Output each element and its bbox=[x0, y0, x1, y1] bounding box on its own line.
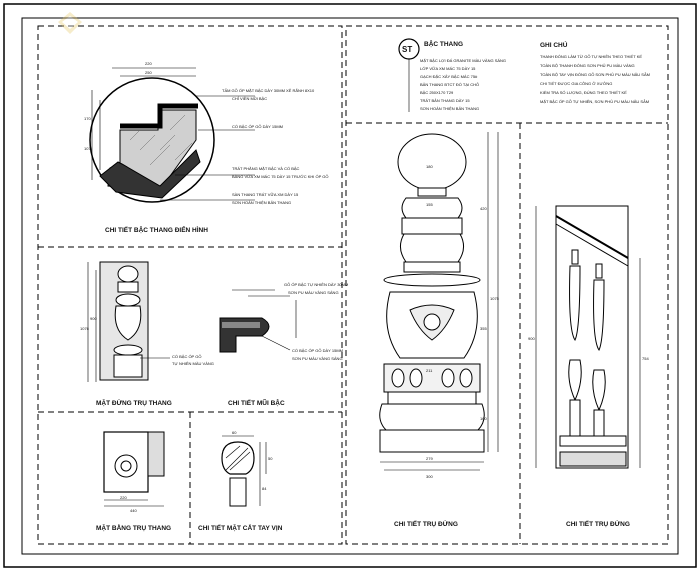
newel-elevation-drawing bbox=[87, 261, 170, 382]
dim-post-h1: 420 bbox=[480, 206, 487, 211]
inner-frame bbox=[21, 17, 679, 555]
svg-text:KIỂM TRA SỐ LƯỢNG, ĐÚNG THEO T: KIỂM TRA SỐ LƯỢNG, ĐÚNG THEO THIẾT KẾ bbox=[540, 90, 627, 95]
svg-text:GẠCH ĐẶC XÂY BẬC MÁC 75#: GẠCH ĐẶC XÂY BẬC MÁC 75# bbox=[420, 74, 478, 79]
svg-text:CHI TIẾT ĐƯỢC GIA CÔNG Ở XƯỞNG: CHI TIẾT ĐƯỢC GIA CÔNG Ở XƯỞNG bbox=[540, 81, 612, 86]
svg-text:BẢN THANG BTCT ĐỔ TẠI CHỖ: BẢN THANG BTCT ĐỔ TẠI CHỖ bbox=[420, 82, 479, 87]
svg-text:BẬC 250X170 T29: BẬC 250X170 T29 bbox=[420, 90, 454, 95]
legend-lines: MẶT BẬC LỢI ĐÁ GRANITE MÀU VÀNG SÁNG LỚP… bbox=[420, 58, 506, 111]
caption-nose-detail: CHI TIẾT MŨI BẬC bbox=[228, 397, 285, 407]
dim-newel-height: 1076 bbox=[80, 326, 90, 331]
dim-rail-width: 60 bbox=[232, 430, 237, 435]
caption-handrail-section: CHI TIẾT MẶT CẮT TAY VỊN bbox=[198, 522, 283, 532]
dim-post-height: 1075 bbox=[490, 296, 500, 301]
dim-post-base: 300 bbox=[426, 474, 433, 479]
dim-step-width: 220 bbox=[145, 61, 152, 66]
outer-frame bbox=[3, 3, 697, 568]
notes-lines: THANH ĐÓNG LÀM TỪ GỖ TỰ NHIÊN THEO THIẾT… bbox=[540, 54, 650, 104]
dim-plan-width-2: 220 bbox=[120, 495, 127, 500]
newel-note-2: TỰ NHIÊN MÀU VÀNG bbox=[172, 361, 214, 366]
dim-post-d2: 211 bbox=[426, 368, 433, 373]
notes-title: GHI CHÚ bbox=[540, 40, 568, 49]
nose-note-1: GỖ ỐP BẬC TỰ NHIÊN DÀY 30MM bbox=[284, 282, 348, 287]
step-note-4: TRÁT PHẲNG MẶT BẬC VÀ CỔ BẬC bbox=[232, 166, 300, 171]
dim-rail-height-2: 84 bbox=[262, 486, 267, 491]
panel-dividers bbox=[37, 25, 669, 545]
dim-step-height: 170 bbox=[84, 116, 91, 121]
caption-newel-elevation: MẶT ĐỨNG TRỤ THANG bbox=[96, 398, 172, 407]
dim-newel-height-2: 900 bbox=[90, 316, 97, 321]
step-note-6: SÀN THANG TRÁT VỮA XM DÀY 15 bbox=[232, 192, 299, 197]
stamp-label: BẬC THANG bbox=[424, 39, 463, 48]
nose-note-4: SƠN PU MÀU VÀNG SÁNG bbox=[292, 356, 343, 361]
watermark-logo bbox=[58, 12, 82, 34]
caption-newel-plan: MẶT BẰNG TRỤ THANG bbox=[96, 523, 171, 532]
svg-text:THANH ĐÓNG LÀM TỪ GỖ TỰ NHIÊN: THANH ĐÓNG LÀM TỪ GỖ TỰ NHIÊN THEO THIẾT… bbox=[540, 54, 642, 59]
svg-text:TOÀN BỘ TAY VỊN ĐÓNG GỖ SƠN PH: TOÀN BỘ TAY VỊN ĐÓNG GỖ SƠN PHỦ PU MÀU N… bbox=[540, 72, 650, 77]
nose-detail-drawing bbox=[219, 289, 297, 353]
step-note-5: BẰNG VỮA XM MÁC 75 DÀY 15 TRƯỚC KHI ỐP G… bbox=[232, 174, 329, 179]
dim-plan-width: 440 bbox=[130, 508, 137, 513]
nose-note-2: SƠN PU MÀU VÀNG SÁNG bbox=[288, 290, 339, 295]
baluster-detail-drawing bbox=[535, 205, 641, 469]
nose-note-3: CỔ BẬC ỐP GỖ DÀY 15MM bbox=[292, 348, 343, 353]
dim-baluster-height-2: 754 bbox=[642, 356, 649, 361]
stamp-code: ST bbox=[402, 45, 412, 54]
dim-baluster-height: 900 bbox=[528, 336, 535, 341]
step-note-2: CHỈ VIỀN MŨI BẬC bbox=[232, 96, 267, 101]
caption-post-detail: CHI TIẾT TRỤ ĐỨNG bbox=[394, 518, 458, 528]
newel-plan-drawing bbox=[103, 431, 165, 507]
step-note-7: SƠN HOÀN THIỆN BẢN THANG bbox=[232, 200, 291, 205]
dim-post-d1: 155 bbox=[426, 202, 433, 207]
svg-text:TRÁT BẢN THANG DÀY 15: TRÁT BẢN THANG DÀY 15 bbox=[420, 98, 470, 103]
svg-text:MẶT BẬC ỐP GỖ TỰ NHIÊN, SƠN PH: MẶT BẬC ỐP GỖ TỰ NHIÊN, SƠN PHỦ PU MÀU N… bbox=[540, 99, 649, 104]
svg-text:TOÀN BỘ THANH ĐÓNG SƠN PHỦ PU: TOÀN BỘ THANH ĐÓNG SƠN PHỦ PU MÀU VÀNG bbox=[540, 63, 635, 68]
caption-step-detail: CHI TIẾT BẬC THANG ĐIỂN HÌNH bbox=[105, 224, 208, 234]
svg-text:LỚP VỮA XM MÁC 75 DÀY 15: LỚP VỮA XM MÁC 75 DÀY 15 bbox=[420, 66, 476, 71]
handrail-section-drawing bbox=[221, 435, 267, 507]
step-detail-drawing bbox=[89, 67, 255, 203]
dim-post-top: 180 bbox=[426, 164, 433, 169]
dim-step-height-2: 107 bbox=[84, 146, 91, 151]
dim-step-width-2: 250 bbox=[145, 70, 152, 75]
svg-text:MẶT BẬC LỢI ĐÁ GRANITE MÀU VÀN: MẶT BẬC LỢI ĐÁ GRANITE MÀU VÀNG SÁNG bbox=[420, 58, 506, 63]
dim-post-h3: 160 bbox=[480, 416, 487, 421]
step-note-3: CỔ BẬC ỐP GỖ DÀY 15MM bbox=[232, 124, 283, 129]
step-note-1: TẤM GỖ ỐP MẶT BẬC DÀY 30MM XẺ RÃNH 8X10 bbox=[222, 88, 315, 93]
post-detail-drawing bbox=[379, 132, 499, 471]
svg-text:SƠN HOÀN THIỆN BẢN THANG: SƠN HOÀN THIỆN BẢN THANG bbox=[420, 106, 479, 111]
newel-note-1: CỔ BẬC ỐP GỖ bbox=[172, 354, 202, 359]
dim-rail-height: 50 bbox=[268, 456, 273, 461]
caption-baluster-detail: CHI TIẾT TRỤ ĐỨNG bbox=[566, 518, 630, 528]
dim-post-h2: 355 bbox=[480, 326, 487, 331]
dim-post-d3: 279 bbox=[426, 456, 433, 461]
